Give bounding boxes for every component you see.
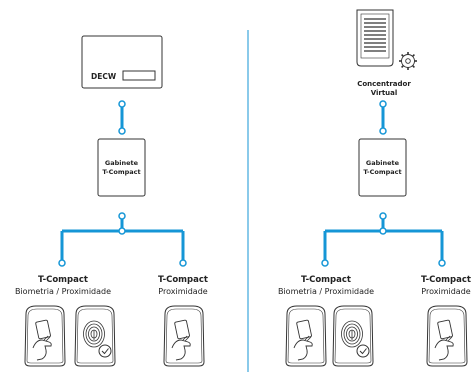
bus-left [60,216,185,263]
connector-node [321,259,329,267]
reader-prox-title: T-Compact [158,275,208,285]
decw-label: DECW [91,72,117,81]
card-reader-icon [285,305,327,367]
cabinet-label-2: T-Compact [102,168,140,176]
fingerprint-reader-icon [74,305,116,367]
connector-node [118,127,126,135]
connector-node [379,100,387,108]
cabinet-left: Gabinete T-Compact [97,138,146,197]
connector-node [118,227,126,235]
gear-icon [399,52,417,70]
fingerprint-reader-icon [332,305,374,367]
card-reader-icon [163,305,205,367]
connector-node [379,127,387,135]
server-label-1: Concentrador [357,80,411,88]
reader-bio-subtitle: Biometria / Proximidade [15,287,111,296]
right-topology: Concentrador Virtual Gabinete T-Compact … [278,9,471,367]
reader-bio-subtitle: Biometria / Proximidade [278,287,374,296]
connector-node [118,100,126,108]
card-reader-icon [24,305,66,367]
connector-node [438,259,446,267]
cabinet-label-1: Gabinete [366,159,400,167]
server-icon [356,9,394,67]
left-topology: DECW Gabinete T-Compact T-Compact Biomet… [15,35,208,367]
cabinet-right: Gabinete T-Compact [358,138,407,197]
connector-node [118,212,126,220]
cabinet-label-1: Gabinete [105,159,139,167]
bus-right [323,216,444,263]
reader-prox-subtitle: Proximidade [421,287,470,296]
reader-bio-title: T-Compact [301,275,351,285]
decw-display [122,70,156,81]
decw-panel: DECW [81,35,163,89]
reader-bio-title: T-Compact [38,275,88,285]
cabinet-label-2: T-Compact [363,168,401,176]
connector-node [379,227,387,235]
reader-prox-title: T-Compact [421,275,471,285]
card-reader-icon [426,305,468,367]
connector-node [179,259,187,267]
connector-node [379,212,387,220]
connector-node [58,259,66,267]
server-label-2: Virtual [371,89,398,97]
reader-prox-subtitle: Proximidade [158,287,207,296]
